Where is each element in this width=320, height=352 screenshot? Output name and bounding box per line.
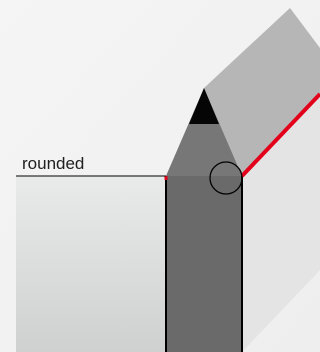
pencil-body [166, 176, 242, 352]
pencil-tip [166, 88, 242, 176]
callout-label: rounded [22, 154, 84, 173]
pencil-lead [189, 88, 219, 124]
left-face [16, 176, 166, 352]
roof-face [204, 8, 320, 176]
circle-outline-icon [209, 161, 243, 195]
side-wall [242, 94, 320, 352]
highlight-edge-right [240, 92, 320, 178]
